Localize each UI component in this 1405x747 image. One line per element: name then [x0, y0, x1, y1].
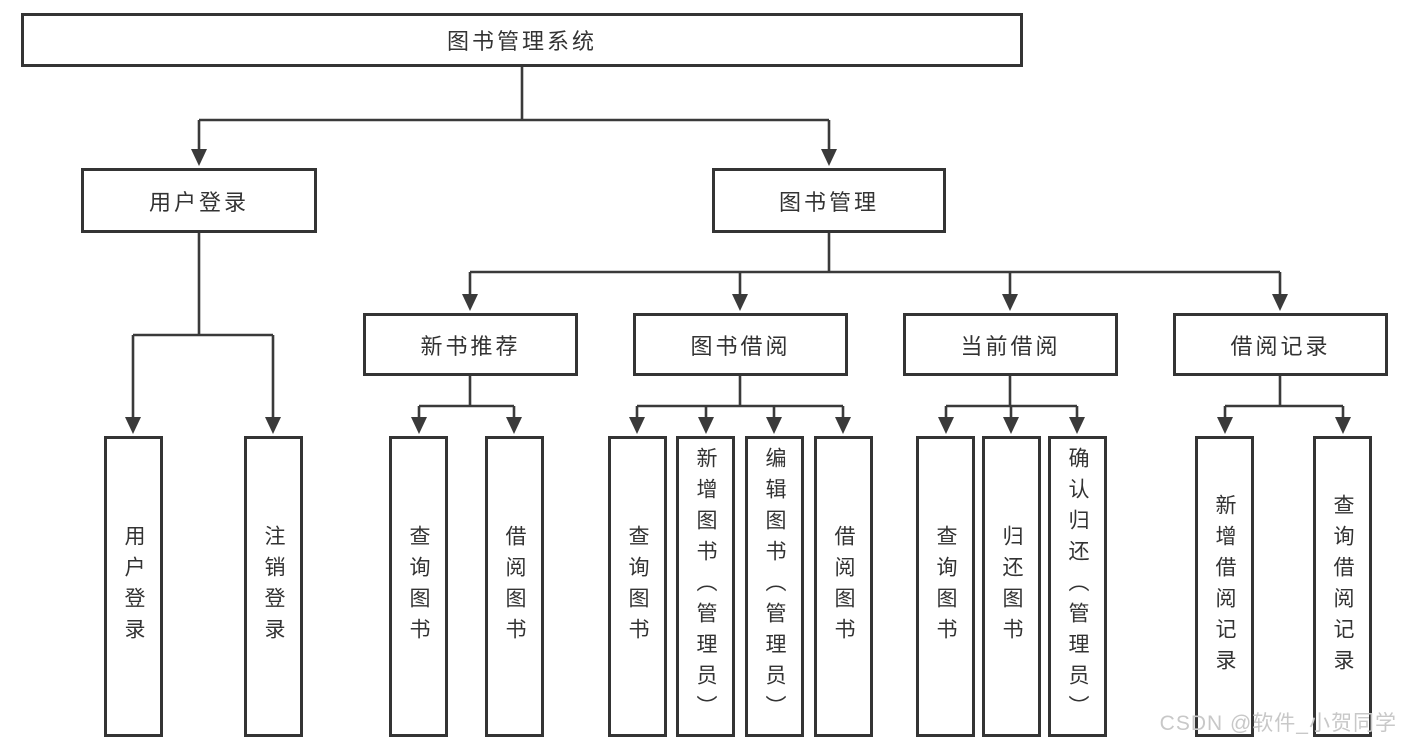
leaf-label: 查询图书 [407, 524, 430, 649]
arrowhead [821, 149, 837, 166]
arrowhead [1002, 294, 1018, 311]
leaf-label: 编辑图书（管理员） [763, 447, 786, 726]
leaf-label: 注销登录 [262, 524, 285, 649]
arrowhead [1335, 417, 1351, 434]
leaf-confirm-return-admin: 确认归还（管理员） [1048, 436, 1107, 737]
leaf-label: 归还图书 [1000, 524, 1023, 649]
node-current-borrowing: 当前借阅 [903, 313, 1118, 376]
arrowhead [506, 417, 522, 434]
leaf-query-borrow-record: 查询借阅记录 [1313, 436, 1372, 737]
connector-book-borrow-to-leaves [629, 376, 851, 434]
leaf-borrow-books-rec: 借阅图书 [485, 436, 544, 737]
leaf-label: 确认归还（管理员） [1066, 447, 1089, 726]
leaf-label: 新增借阅记录 [1213, 493, 1236, 680]
arrowhead [835, 417, 851, 434]
leaf-edit-books-admin: 编辑图书（管理员） [745, 436, 804, 737]
arrowhead [1217, 417, 1233, 434]
node-book-borrowing: 图书借阅 [633, 313, 848, 376]
arrowhead [125, 417, 141, 434]
arrowhead [766, 417, 782, 434]
arrowhead [1069, 417, 1085, 434]
arrowhead [629, 417, 645, 434]
arrowhead [938, 417, 954, 434]
leaf-return-books: 归还图书 [982, 436, 1041, 737]
connector-current-borrow-to-leaves [938, 376, 1085, 434]
arrowhead [411, 417, 427, 434]
leaf-label: 新增图书（管理员） [694, 447, 717, 726]
leaf-query-books-borrow: 查询图书 [608, 436, 667, 737]
arrowhead [191, 149, 207, 166]
leaf-label: 查询图书 [626, 524, 649, 649]
node-book-management: 图书管理 [712, 168, 946, 233]
arrowhead [265, 417, 281, 434]
node-library-management-system: 图书管理系统 [21, 13, 1023, 67]
node-user-login: 用户登录 [81, 168, 317, 233]
arrowhead [732, 294, 748, 311]
arrowhead [1003, 417, 1019, 434]
leaf-label: 用户登录 [122, 524, 145, 649]
connector-user-login-to-leaves [125, 233, 281, 434]
leaf-add-books-admin: 新增图书（管理员） [676, 436, 735, 737]
node-borrowing-records: 借阅记录 [1173, 313, 1388, 376]
connector-borrow-record-to-leaves [1217, 376, 1351, 434]
arrowhead [462, 294, 478, 311]
leaf-label: 借阅图书 [832, 524, 855, 649]
leaf-query-books-rec: 查询图书 [389, 436, 448, 737]
connector-root-to-level2 [191, 67, 837, 166]
arrowhead [698, 417, 714, 434]
leaf-label: 查询图书 [934, 524, 957, 649]
csdn-watermark: CSDN @软件_小贺同学 [1159, 712, 1397, 735]
leaf-borrow-books: 借阅图书 [814, 436, 873, 737]
leaf-query-books-current: 查询图书 [916, 436, 975, 737]
arrowhead [1272, 294, 1288, 311]
leaf-label: 借阅图书 [503, 524, 526, 649]
leaf-label: 查询借阅记录 [1331, 493, 1354, 680]
connector-book-mgmt-to-level3 [462, 233, 1288, 311]
leaf-user-login: 用户登录 [104, 436, 163, 737]
node-new-book-recommendation: 新书推荐 [363, 313, 578, 376]
connector-new-rec-to-leaves [411, 376, 522, 434]
leaf-add-borrow-record: 新增借阅记录 [1195, 436, 1254, 737]
leaf-logout: 注销登录 [244, 436, 303, 737]
